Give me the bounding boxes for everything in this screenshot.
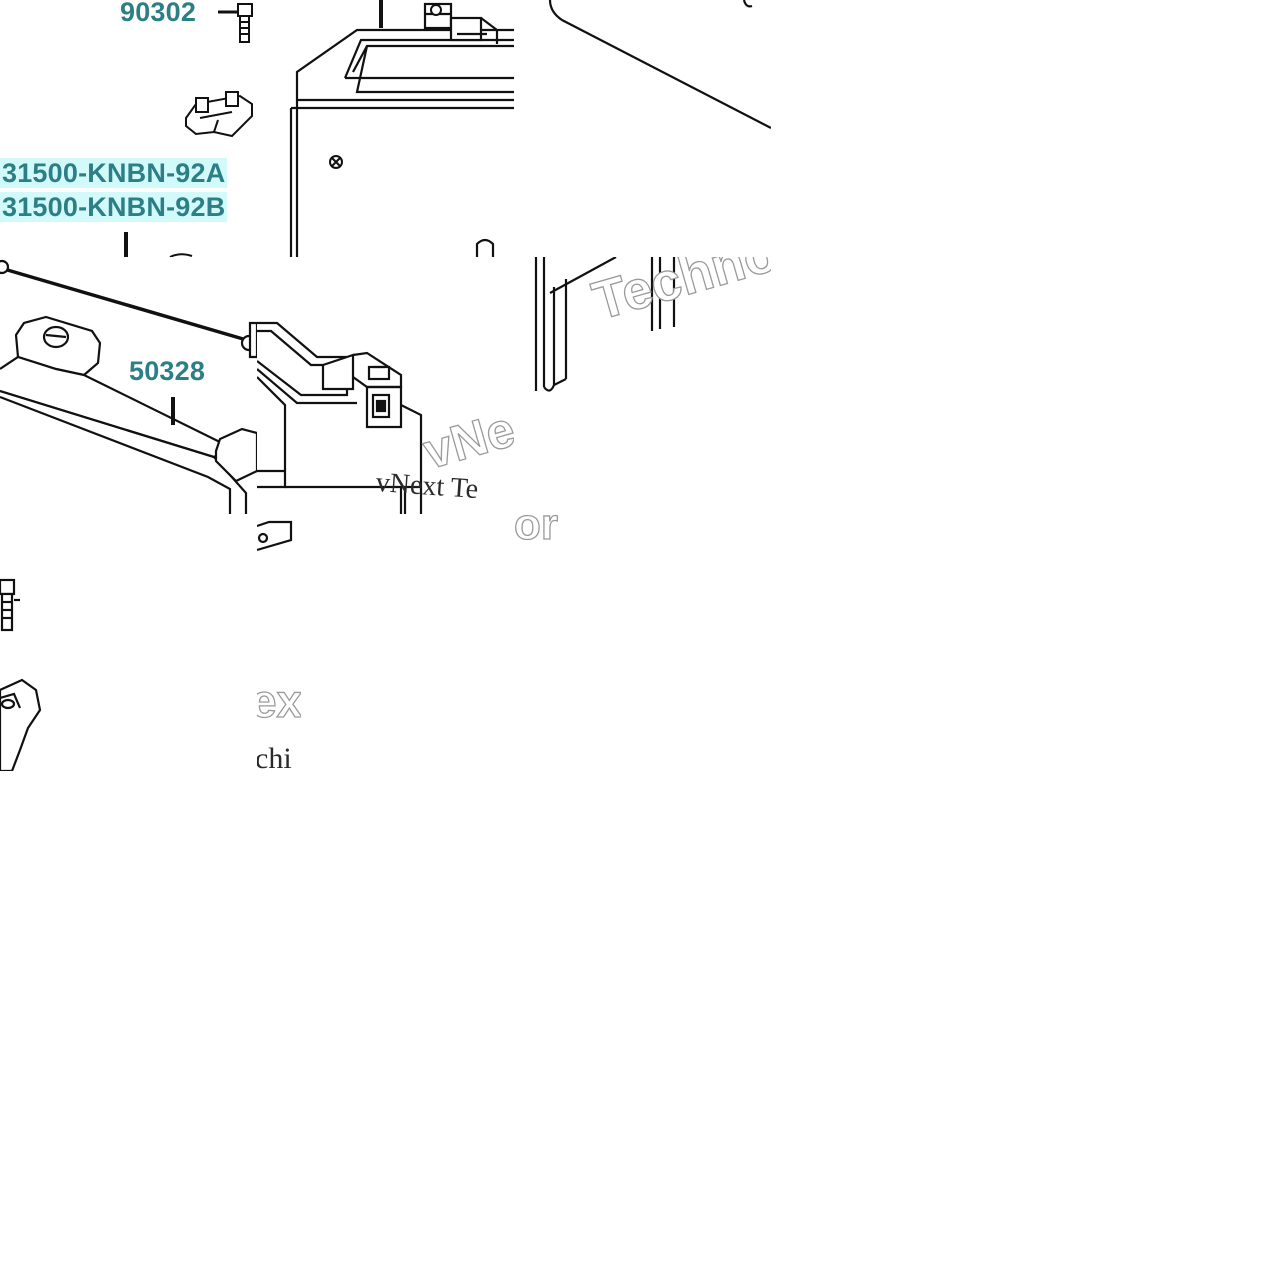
part-number-battery-a: 31500-KNBN-92A (0, 158, 228, 188)
bracket-fragment-drawing (257, 520, 293, 552)
diagram-tile-center: vNe vNext Te (257, 257, 514, 514)
battery-top-drawing (289, 0, 514, 257)
diagram-tile-top-middle (257, 0, 514, 257)
battery-terminal-drawing (257, 321, 423, 514)
part-number-bolt: 90302 (120, 0, 197, 27)
diagram-tile-middle-left: 50328 (0, 257, 257, 514)
diagram-tile-center-fragment: or (514, 514, 558, 548)
watermark-or: or (514, 514, 558, 548)
bolt-and-clamp-drawing (0, 578, 42, 771)
diagram-tile-top-right (514, 0, 771, 257)
battery-case-drawing (548, 0, 771, 129)
watermark-ex: ex (257, 674, 301, 727)
diagram-tile-bottom-middle: ex chi (257, 514, 301, 771)
diagram-tile-middle-right: Techno (514, 257, 771, 397)
part-number-battery-b: 31500-KNBN-92B (0, 192, 228, 222)
watermark-chi: chi (257, 742, 292, 771)
battery-band-drawing (0, 259, 257, 514)
battery-vent-drawing (534, 257, 676, 392)
bolt-and-bracket-drawing (124, 3, 253, 257)
diagram-tile-top-left: 90302 31500-KNBN-92A 31500-KNBN-92B (0, 0, 257, 257)
diagram-tile-bottom-left (0, 514, 257, 771)
part-number-band: 50328 (129, 356, 206, 386)
